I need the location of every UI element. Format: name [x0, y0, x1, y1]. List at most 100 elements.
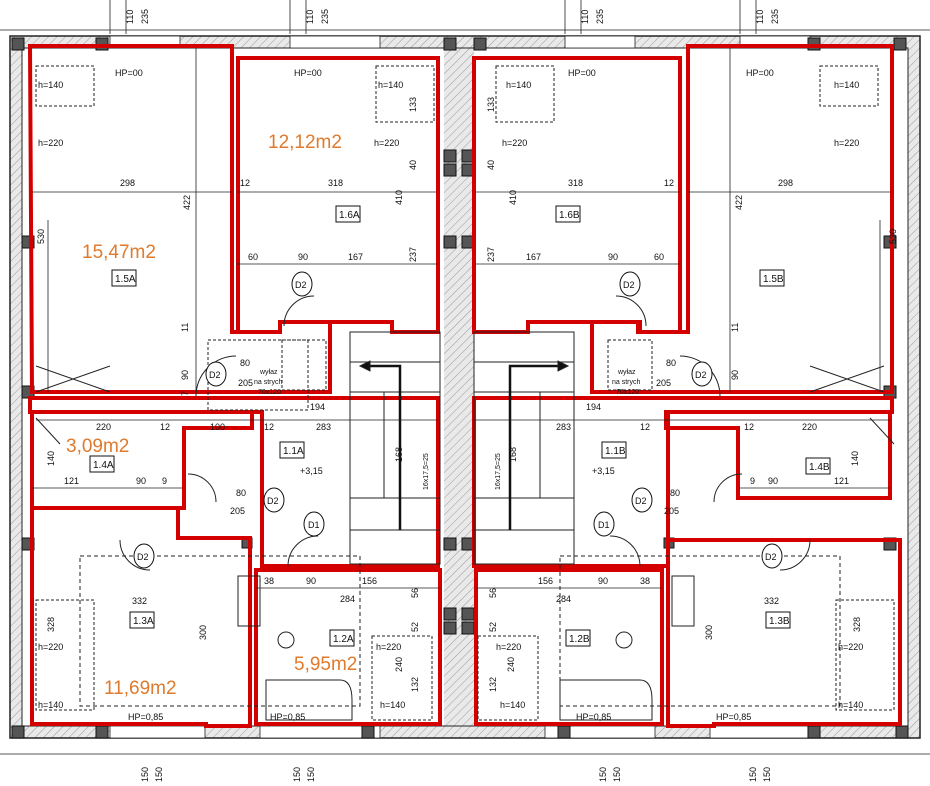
door-size-labels: 80 205 80 205 80 205 80 205 [230, 358, 680, 516]
h-label-16: h=140 [838, 700, 863, 710]
top-dim-235-b: 235 [320, 9, 330, 24]
hp-label-7: HP=0,85 [576, 712, 611, 722]
bottom-dim-150-a: 150 [140, 767, 150, 782]
top-ruler [0, 0, 930, 34]
dim-133-a: 133 [408, 97, 418, 112]
bottom-dim-150-h: 150 [762, 767, 772, 782]
dim-140-a: 140 [46, 451, 56, 466]
dim-284-b: 284 [556, 594, 571, 604]
dim-140-b: 140 [850, 451, 860, 466]
room-code-1-4B: 1.4B [809, 462, 830, 473]
dim-318-a: 318 [328, 178, 343, 188]
top-dim-235-d: 235 [770, 9, 780, 24]
room-code-1-2A: 1.2A [333, 634, 354, 645]
dim-194-b: 194 [586, 402, 601, 412]
dim-90-d: 90 [730, 370, 740, 380]
room-code-1-3B: 1.3B [769, 616, 790, 627]
dim-100-a: 100 [210, 422, 225, 432]
hp-label-6: HP=0,85 [270, 712, 305, 722]
dim-220-b: 220 [802, 422, 817, 432]
h-label-10: h=140 [38, 700, 63, 710]
dim-410-a: 410 [394, 190, 404, 205]
door-size-1a: 80 [240, 358, 250, 368]
bottom-dim-labels: 150 150 150 150 150 150 150 150 [140, 767, 772, 782]
dim-237-b: 237 [486, 247, 496, 262]
dim-133-b: 133 [486, 97, 496, 112]
dim-7-a: 7 [180, 391, 190, 396]
dim-90-a: 90 [298, 252, 308, 262]
dim-328-a: 328 [46, 617, 56, 632]
dim-12-b: 12 [664, 178, 674, 188]
room-code-1-5B: 1.5B [763, 274, 784, 285]
area-1-3A: 11,69m2 [104, 678, 177, 699]
level-marks: +3,15 +3,15 [300, 466, 615, 476]
dim-40-b: 40 [486, 160, 496, 170]
dim-56-b: 56 [488, 588, 498, 598]
dim-332-a: 332 [132, 596, 147, 606]
bottom-dim-150-g: 150 [748, 767, 758, 782]
top-dim-110-a: 110 [125, 10, 135, 24]
dimension-numbers: 298 12 318 318 12 298 422 410 410 422 53… [36, 97, 898, 692]
dim-60-a: 60 [248, 252, 258, 262]
dim-237-a: 237 [408, 247, 418, 262]
dim-318-b: 318 [568, 178, 583, 188]
dim-156-a: 156 [362, 576, 377, 586]
columns [11, 37, 909, 739]
bottom-dim-150-f: 150 [612, 767, 622, 782]
dim-56-a: 56 [410, 588, 420, 598]
h-label-9: h=220 [38, 642, 63, 652]
dim-156-b: 156 [538, 576, 553, 586]
dim-38-a: 38 [264, 576, 274, 586]
h-label-8: h=220 [834, 138, 859, 148]
room-code-1-3A: 1.3A [133, 616, 154, 627]
dim-121-a: 121 [64, 476, 79, 486]
dim-530-b: 530 [888, 229, 898, 244]
door-size-3a: 80 [666, 358, 676, 368]
dim-9-a: 9 [162, 476, 167, 486]
dim-168-a: 168 [394, 447, 404, 462]
dim-90-f: 90 [768, 476, 778, 486]
dim-132-a: 132 [410, 677, 420, 692]
dim-240-a: 240 [394, 657, 404, 672]
stairs-label-a: 16x17,5=25 [423, 453, 430, 490]
dim-90-b: 90 [608, 252, 618, 262]
h-label-2: h=220 [38, 138, 63, 148]
dim-11-a: 11 [180, 323, 190, 332]
room-codes: 1.5A 1.6A 1.6B 1.5B 1.4A 1.1A 1.1B 1.4B … [89, 205, 831, 647]
door-size-1b: 205 [238, 378, 253, 388]
hp-label-2: HP=00 [294, 68, 322, 78]
room-code-1-6A: 1.6A [339, 210, 360, 221]
dim-422-b: 422 [734, 195, 744, 210]
door-tags: D2 D2 D2 D2 D1 D2 D2 D2 D2 D1 [133, 271, 783, 569]
dim-52-a: 52 [410, 622, 420, 632]
h-label-13: h=220 [496, 642, 521, 652]
hp-label-5: HP=0,85 [128, 712, 163, 722]
h-label-11: h=220 [376, 642, 401, 652]
dim-12-d: 12 [264, 422, 274, 432]
area-1-4A: 3,09m2 [66, 436, 129, 457]
door-tag-2: D2 [209, 370, 221, 380]
dim-410-b: 410 [508, 190, 518, 205]
dim-300-a: 300 [198, 625, 208, 640]
stairs-label-b: 16x17,5=25 [495, 453, 502, 490]
dim-220-a: 220 [96, 422, 111, 432]
h-label-6: h=220 [502, 138, 527, 148]
door-size-4b: 205 [664, 506, 679, 516]
hatch-label-b-3: 70x120 [616, 389, 639, 396]
area-1-5A: 15,47m2 [82, 242, 156, 263]
bottom-dim-150-e: 150 [598, 767, 608, 782]
h-label-14: h=140 [500, 700, 525, 710]
hp-label-8: HP=0,85 [716, 712, 751, 722]
room-areas: 15,47m2 12,12m2 3,09m2 11,69m2 5,95m2 [66, 132, 357, 699]
door-size-2b: 205 [230, 506, 245, 516]
stairs [349, 331, 575, 565]
dim-300-b: 300 [704, 625, 714, 640]
door-size-4a: 80 [670, 488, 680, 498]
hatch-label-b-1: wyłaz [617, 369, 636, 376]
level-1-1A: +3,15 [300, 466, 323, 476]
room-code-1-5A: 1.5A [115, 274, 136, 285]
door-tag-6: D2 [623, 280, 635, 290]
h-label-15: h=220 [838, 642, 863, 652]
door-tag-1: D2 [295, 280, 307, 290]
dim-167-b: 167 [526, 252, 541, 262]
